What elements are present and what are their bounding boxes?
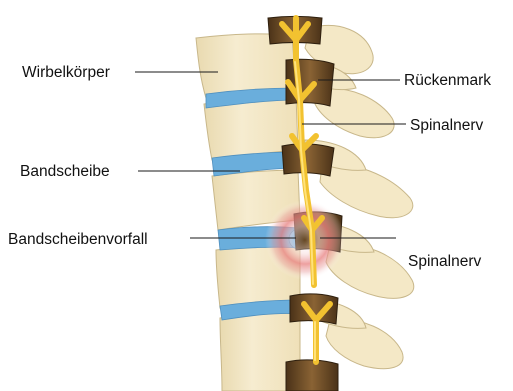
label-spinal-nerve-bottom: Spinalnerv xyxy=(408,253,481,270)
label-spinal-cord: Rückenmark xyxy=(404,72,491,89)
label-disc: Bandscheibe xyxy=(20,163,110,180)
canal-6 xyxy=(286,360,338,391)
process-3 xyxy=(320,164,413,218)
canal-3 xyxy=(282,144,334,176)
label-spinal-nerve-top: Spinalnerv xyxy=(410,117,483,134)
inflammation-halo xyxy=(265,200,345,280)
canal-2 xyxy=(286,59,334,106)
label-vertebral-body: Wirbelkörper xyxy=(22,64,110,81)
label-herniated-disc: Bandscheibenvorfall xyxy=(8,231,148,248)
